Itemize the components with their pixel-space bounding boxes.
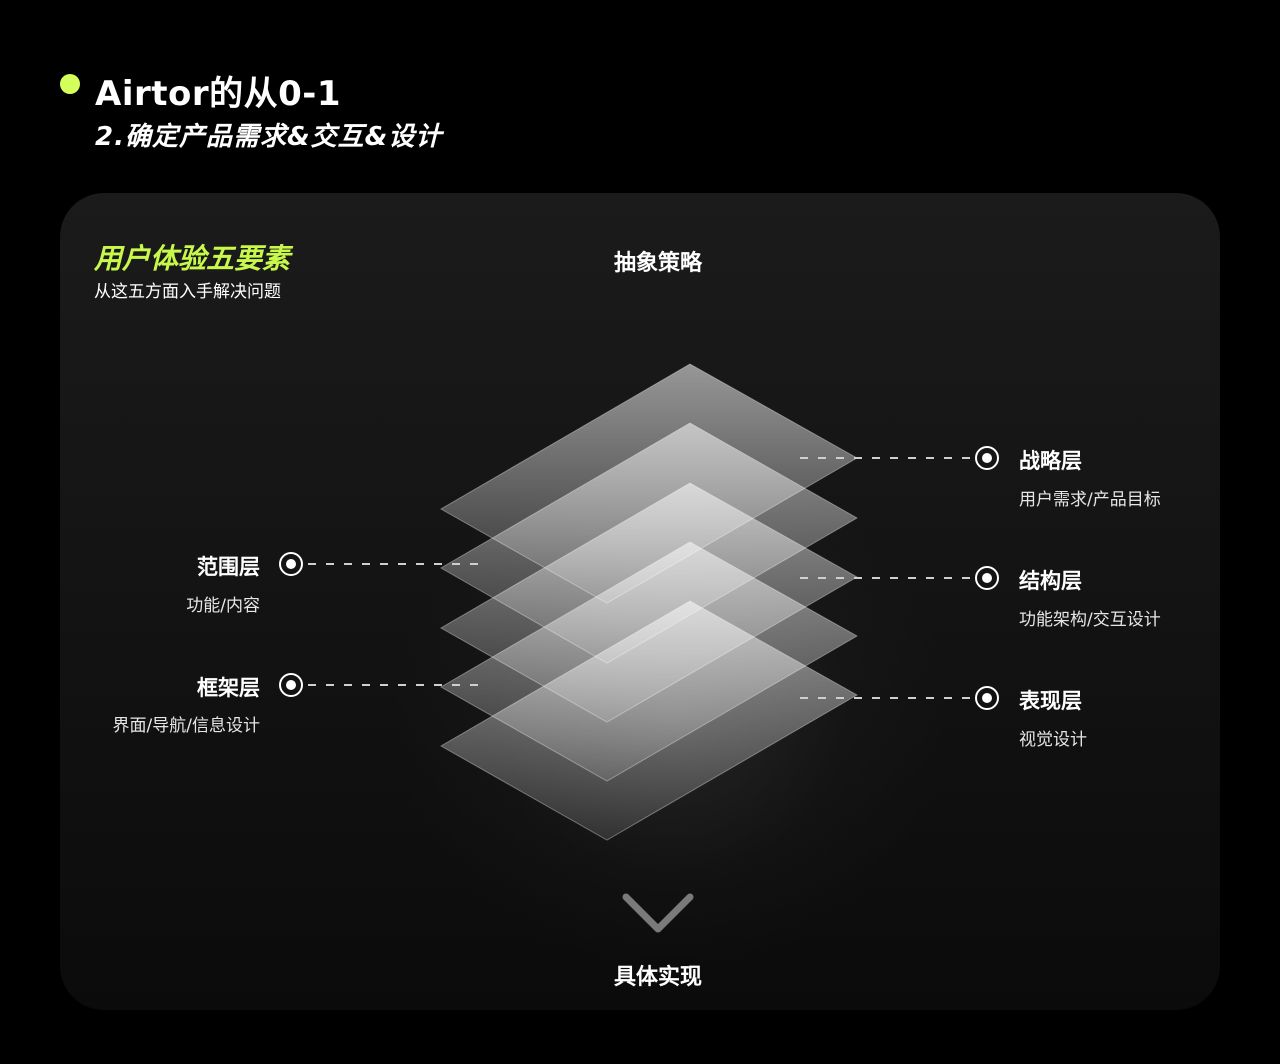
ux-elements-card: 用户体验五要素 从这五方面入手解决问题 [60, 193, 1220, 1010]
marker-skeleton-dot [286, 680, 296, 690]
marker-structure-icon [975, 566, 999, 590]
page-title: Airtor的从0-1 [95, 74, 342, 114]
axis-bottom-label: 具体实现 [613, 965, 703, 990]
layer-skeleton-desc: 界面/导航/信息设计 [112, 716, 260, 736]
marker-skeleton-icon [279, 673, 303, 697]
card-subtitle: 从这五方面入手解决问题 [94, 282, 281, 302]
page-subtitle: 2.确定产品需求&交互&设计 [95, 122, 443, 152]
arrow-head-icon [622, 893, 694, 933]
plane-surface [439, 600, 859, 841]
layer-skeleton-title: 框架层 [197, 676, 260, 700]
axis-top-label: 抽象策略 [613, 251, 703, 276]
marker-strategy-dot [982, 453, 992, 463]
card-title: 用户体验五要素 [94, 242, 291, 275]
layer-surface-desc: 视觉设计 [1019, 730, 1087, 750]
layer-structure-title: 结构层 [1019, 569, 1082, 593]
layer-scope-title: 范围层 [197, 555, 260, 579]
title-accent-dot [60, 74, 80, 94]
layer-strategy-desc: 用户需求/产品目标 [1019, 490, 1161, 510]
marker-strategy-icon [975, 446, 999, 470]
five-elements-diagram [279, 299, 999, 933]
marker-structure-dot [982, 573, 992, 583]
layer-scope-desc: 功能/内容 [186, 596, 260, 616]
layer-surface-title: 表现层 [1019, 689, 1082, 713]
layer-structure-desc: 功能架构/交互设计 [1019, 610, 1161, 630]
marker-scope-dot [286, 559, 296, 569]
marker-scope-icon [279, 552, 303, 576]
marker-surface-dot [982, 693, 992, 703]
layer-strategy-title: 战略层 [1019, 449, 1082, 473]
marker-surface-icon [975, 686, 999, 710]
